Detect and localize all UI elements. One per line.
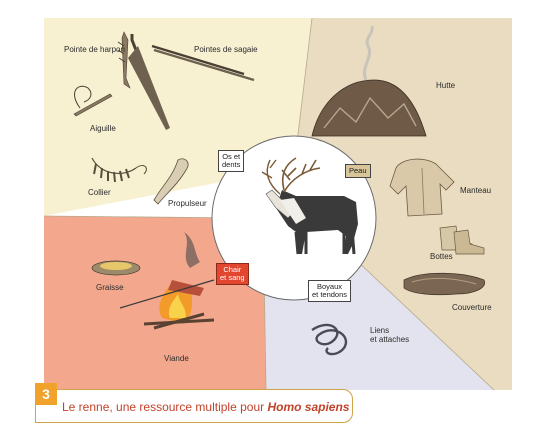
harpoon-point-icon	[117, 31, 131, 89]
caption-number: 3	[35, 383, 57, 405]
label-coat: Manteau	[460, 186, 492, 195]
label-blanket: Couverture	[452, 303, 492, 312]
label-ties: Liens et attaches	[370, 326, 410, 344]
ties-icon	[311, 323, 348, 356]
caption-species: Homo sapiens	[267, 400, 350, 414]
necklace-icon	[91, 157, 147, 183]
propulsor-icon	[153, 158, 189, 205]
label-boots: Bottes	[430, 252, 453, 261]
coat-icon	[389, 158, 455, 217]
caption-text: Le renne, une ressource multiple pour Ho…	[62, 400, 349, 414]
diagram-canvas	[43, 17, 512, 391]
label-sagaie: Pointes de sagaie	[194, 45, 258, 54]
diagram: Pointe de harpon Pointes de sagaie Aigui…	[43, 17, 512, 391]
box-skin: Peau	[345, 164, 371, 178]
hut-icon	[311, 25, 427, 137]
label-propulsor: Propulseur	[168, 199, 207, 208]
meat-fire-icon	[119, 232, 215, 330]
label-necklace: Collier	[88, 188, 111, 197]
boots-icon	[439, 225, 485, 255]
caption-box	[35, 389, 353, 423]
box-guts: Boyaux et tendons	[308, 280, 352, 302]
box-flesh: Chair et sang	[216, 263, 249, 285]
label-grease: Graisse	[96, 283, 124, 292]
reindeer-icon	[261, 157, 358, 255]
caption-main: Le renne, une ressource multiple pour	[62, 400, 268, 414]
needle-icon	[73, 85, 113, 117]
label-meat: Viande	[164, 354, 189, 363]
flesh-sector	[44, 216, 266, 390]
blanket-icon	[403, 272, 486, 296]
label-hut: Hutte	[436, 81, 456, 90]
label-needle: Aiguille	[90, 124, 116, 133]
spear-points-icon	[128, 34, 255, 130]
label-harpoon: Pointe de harpon	[64, 45, 125, 54]
grease-icon	[91, 260, 141, 276]
box-bones: Os et dents	[218, 150, 245, 172]
